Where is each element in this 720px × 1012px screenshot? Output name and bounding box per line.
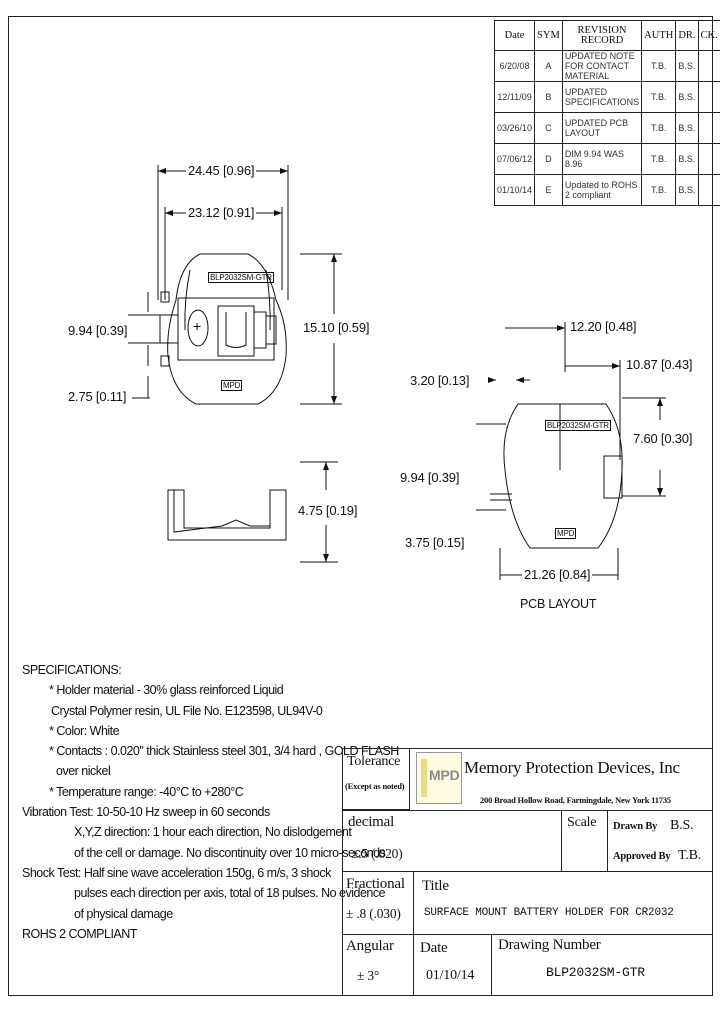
spec-line: Vibration Test: 10-50-10 Hz sweep in 60 … [22, 805, 270, 820]
dim-width-inner: 23.12 [0.91] [186, 205, 257, 220]
spec-line: ROHS 2 COMPLIANT [22, 926, 137, 941]
spec-line: over nickel [56, 764, 111, 779]
fractional-cell: Fractional ± .8 (.030) [342, 871, 414, 935]
spec-line: pulses each direction per axis, total of… [74, 886, 386, 901]
rev-date: 01/10/14 [493, 174, 536, 206]
spec-line: of physical damage [74, 906, 173, 921]
rev-date: 03/26/10 [493, 112, 536, 144]
pcb-brand-marking: MPD [555, 528, 577, 539]
date-label: Date [420, 940, 448, 956]
scale-label: Scale [567, 815, 597, 830]
top-part-marking: BLP2032SM-GTR [208, 272, 274, 283]
pcb-dim-left: 3.20 [0.13] [410, 373, 470, 388]
drawn-by-label: Drawn By [613, 821, 658, 832]
table-row: 12/11/09 B UPDATED SPECIFICATIONS T.B. B… [493, 81, 720, 113]
title-value: SURFACE MOUNT BATTERY HOLDER FOR CR2032 [424, 907, 674, 919]
logo-stripe [421, 759, 427, 797]
angular-value: ± 3° [357, 968, 380, 983]
revision-table: Date SYM REVISION RECORD AUTH DR. CK. 6/… [493, 20, 720, 206]
drawing-number-cell: Drawing Number BLP2032SM-GTR [491, 934, 713, 996]
angular-label: Angular [346, 938, 394, 954]
rev-record: UPDATED NOTE FOR CONTACT MATERIAL [561, 50, 643, 82]
mpd-logo: MPD [416, 752, 462, 804]
pcb-dim-pad-height: 7.60 [0.30] [631, 431, 695, 446]
rev-header-sym: SYM [534, 20, 563, 51]
rev-auth: T.B. [641, 112, 677, 144]
drawn-by-value: B.S. [670, 818, 694, 833]
decimal-cell: decimal ±.5 (.020) [342, 810, 562, 872]
dim-width-overall: 24.45 [0.96] [186, 163, 257, 178]
rev-dr: B.S. [675, 174, 699, 206]
rev-auth: T.B. [641, 81, 677, 113]
date-value: 01/10/14 [426, 968, 475, 983]
scale-cell: Scale [561, 810, 608, 872]
drawing-number-label: Drawing Number [498, 937, 601, 953]
dim-tab-width: 2.75 [0.11] [68, 389, 127, 404]
date-cell: Date 01/10/14 [413, 934, 492, 996]
tolerance-label: Tolerance [347, 754, 401, 769]
drawing-number-value: BLP2032SM-GTR [546, 965, 645, 980]
specifications-heading: SPECIFICATIONS: [22, 663, 122, 677]
rev-date: 6/20/08 [493, 50, 536, 82]
pcb-part-marking: BLP2032SM-GTR [545, 420, 611, 431]
pcb-dim-bottom-pad: 3.75 [0.15] [405, 535, 465, 550]
drawn-approved-cell: Drawn By B.S. Approved By T.B. [607, 810, 713, 872]
title-cell: Title SURFACE MOUNT BATTERY HOLDER FOR C… [413, 871, 713, 935]
company-address: 200 Broad Hollow Road, Farmingdale, New … [480, 795, 671, 805]
spec-line: Crystal Polymer resin, UL File No. E1235… [51, 703, 323, 718]
spec-line: * Color: White [49, 723, 120, 738]
table-row: 6/20/08 A UPDATED NOTE FOR CONTACT MATER… [493, 50, 720, 82]
logo-text: MPD [429, 767, 460, 783]
fractional-value: ± .8 (.030) [346, 906, 401, 921]
rev-auth: T.B. [641, 50, 677, 82]
angular-cell: Angular ± 3° [342, 934, 414, 996]
title-label: Title [422, 878, 449, 894]
top-brand-marking: MPD [221, 380, 243, 391]
spec-line: Shock Test: Half sine wave acceleration … [22, 865, 331, 880]
approved-by-label: Approved By [613, 851, 671, 862]
spec-line: * Temperature range: -40°C to +280°C [49, 784, 244, 799]
pcb-dim-width: 21.26 [0.84] [522, 567, 593, 582]
pcb-dim-contact: 9.94 [0.39] [400, 470, 460, 485]
tolerance-note: (Except as noted) [345, 781, 405, 791]
polarity-plus-sign: + [193, 318, 201, 334]
spec-line: * Holder material - 30% glass reinforced… [49, 683, 284, 698]
rev-sym: B [534, 81, 563, 113]
approved-by-value: T.B. [678, 848, 702, 863]
table-row: 01/10/14 E Updated to ROHS 2 compliant T… [493, 174, 720, 206]
spec-line: * Contacts : 0.020" thick Stainless stee… [49, 744, 399, 759]
tolerance-cell: Tolerance (Except as noted) [342, 748, 410, 810]
dim-contact-width: 9.94 [0.39] [68, 323, 128, 338]
pcb-dim-overall: 12.20 [0.48] [570, 319, 637, 334]
fractional-label: Fractional [346, 876, 405, 892]
dim-side-height: 4.75 [0.19] [296, 503, 360, 518]
decimal-label: decimal [348, 814, 395, 830]
spec-line: of the cell or damage. No discontinuity … [74, 845, 386, 860]
spec-line: X,Y,Z direction: 1 hour each direction, … [74, 825, 352, 840]
specifications-block: SPECIFICATIONS: * Holder material - 30% … [22, 660, 399, 944]
company-name: Memory Protection Devices, Inc [464, 758, 680, 777]
dim-height: 15.10 [0.59] [301, 320, 372, 335]
decimal-value: ±.5 (.020) [351, 846, 403, 861]
pcb-layout-caption: PCB LAYOUT [520, 597, 597, 611]
pcb-dim-pad-offset: 10.87 [0.43] [626, 357, 693, 372]
revision-table-header: Date SYM REVISION RECORD AUTH DR. CK. [493, 20, 720, 51]
rev-record: UPDATED SPECIFICATIONS [561, 81, 643, 113]
